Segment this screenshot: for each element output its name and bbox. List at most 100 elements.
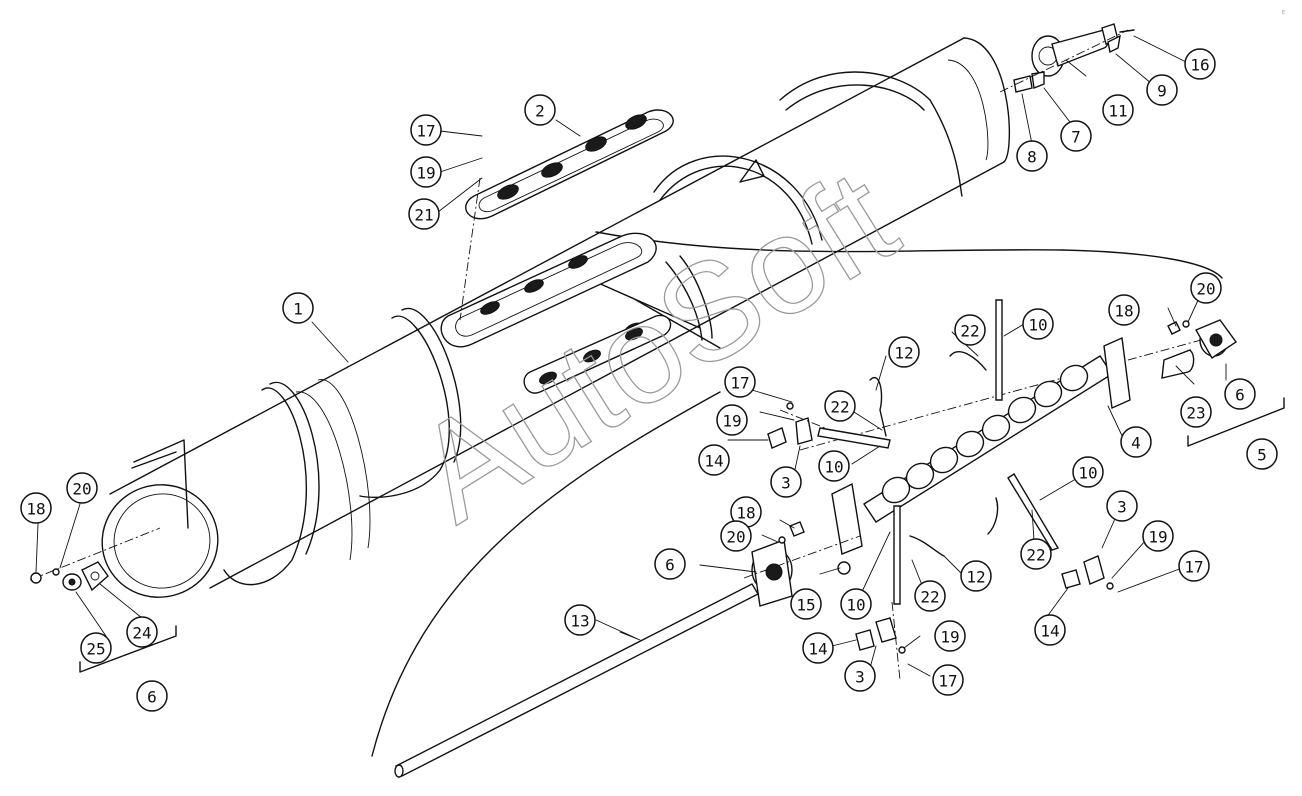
callout-3a-label: 3 bbox=[781, 474, 791, 493]
callout-21: 21 bbox=[408, 198, 440, 230]
callout-17b-label: 17 bbox=[730, 374, 749, 393]
callout-17d: 17 bbox=[932, 664, 964, 696]
callout-15-label: 15 bbox=[796, 596, 815, 615]
callout-15: 15 bbox=[790, 588, 822, 620]
callout-20b: 20 bbox=[66, 472, 98, 504]
callout-14b-label: 14 bbox=[1040, 622, 1059, 641]
callout-17c: 17 bbox=[1178, 550, 1210, 582]
callout-14a-label: 14 bbox=[704, 452, 723, 471]
callout-8-label: 8 bbox=[1027, 148, 1037, 167]
callout-5-label: 5 bbox=[1257, 446, 1267, 465]
callout-22c-label: 22 bbox=[1026, 546, 1045, 565]
callout-20a-label: 20 bbox=[1196, 280, 1215, 299]
callout-6a: 6 bbox=[1224, 378, 1256, 410]
callout-10b-label: 10 bbox=[824, 458, 843, 477]
callout-18c-label: 18 bbox=[736, 504, 755, 523]
callout-12a-label: 12 bbox=[894, 344, 913, 363]
callout-25: 25 bbox=[80, 632, 112, 664]
callout-3c-label: 3 bbox=[855, 668, 865, 687]
callout-22d-label: 22 bbox=[920, 588, 939, 607]
callout-14b: 14 bbox=[1034, 614, 1066, 646]
callout-9-label: 9 bbox=[1157, 82, 1167, 101]
callout-19a: 19 bbox=[410, 156, 442, 188]
auger-tube bbox=[101, 37, 1011, 598]
callout-20a: 20 bbox=[1190, 272, 1222, 304]
callout-2-label: 2 bbox=[535, 102, 545, 121]
callout-8: 8 bbox=[1016, 140, 1048, 172]
callout-17a: 17 bbox=[410, 114, 442, 146]
callout-14c-label: 14 bbox=[808, 640, 827, 659]
callout-21-label: 21 bbox=[414, 206, 433, 225]
callout-19c-label: 19 bbox=[1148, 528, 1167, 547]
callout-10a-label: 10 bbox=[1028, 316, 1047, 335]
callout-25-label: 25 bbox=[86, 640, 105, 659]
callout-18b-label: 18 bbox=[26, 500, 45, 519]
callout-22c: 22 bbox=[1020, 538, 1052, 570]
callout-17d-label: 17 bbox=[938, 672, 957, 691]
callout-14a: 14 bbox=[698, 444, 730, 476]
callout-12b: 12 bbox=[960, 560, 992, 592]
callout-12b-label: 12 bbox=[966, 568, 985, 587]
callout-6a-label: 6 bbox=[1235, 386, 1245, 405]
callout-3b-label: 3 bbox=[1117, 498, 1127, 517]
callout-10c-label: 10 bbox=[1078, 464, 1097, 483]
pins-and-rods bbox=[817, 299, 1060, 605]
callout-14c: 14 bbox=[802, 632, 834, 664]
callout-9: 9 bbox=[1146, 74, 1178, 106]
drive-shaft-group bbox=[999, 23, 1135, 93]
callout-11: 11 bbox=[1102, 94, 1134, 126]
callout-1: 1 bbox=[282, 292, 314, 324]
outline-curves bbox=[371, 231, 1223, 757]
callout-17a-label: 17 bbox=[416, 122, 435, 141]
callout-13-label: 13 bbox=[570, 612, 589, 631]
callout-6b-label: 6 bbox=[665, 556, 675, 575]
callout-16-label: 16 bbox=[1190, 56, 1209, 75]
callout-13: 13 bbox=[564, 604, 596, 636]
callout-24: 24 bbox=[126, 616, 158, 648]
flange-bearing-and-shaft bbox=[394, 521, 861, 778]
callout-3c: 3 bbox=[844, 660, 876, 692]
callout-24-label: 24 bbox=[132, 624, 151, 643]
corner-mark: E bbox=[1282, 10, 1285, 16]
callout-20b-label: 20 bbox=[72, 480, 91, 499]
callout-5: 5 bbox=[1246, 438, 1278, 470]
callout-6c-label: 6 bbox=[147, 688, 157, 707]
callout-4-label: 4 bbox=[1131, 434, 1141, 453]
callout-22a: 22 bbox=[954, 314, 986, 346]
left-bearing-group bbox=[29, 527, 177, 673]
callout-16: 16 bbox=[1184, 48, 1216, 80]
right-bearing-group bbox=[799, 319, 1285, 451]
callout-19c: 19 bbox=[1142, 520, 1174, 552]
callout-22d: 22 bbox=[914, 580, 946, 612]
callout-19d-label: 19 bbox=[940, 628, 959, 647]
callout-4: 4 bbox=[1120, 426, 1152, 458]
callout-12a: 12 bbox=[888, 336, 920, 368]
callout-7: 7 bbox=[1060, 120, 1092, 152]
callout-1-label: 1 bbox=[293, 300, 303, 319]
callout-18c: 18 bbox=[730, 496, 762, 528]
callout-3b: 3 bbox=[1106, 490, 1138, 522]
callout-17c-label: 17 bbox=[1184, 558, 1203, 577]
callout-22a-label: 22 bbox=[960, 322, 979, 341]
callout-2: 2 bbox=[524, 94, 556, 126]
callout-10c: 10 bbox=[1072, 456, 1104, 488]
callout-6c: 6 bbox=[136, 680, 168, 712]
clamps-and-bushings bbox=[767, 402, 1114, 681]
callout-6b: 6 bbox=[654, 548, 686, 580]
callout-10b: 10 bbox=[818, 450, 850, 482]
callout-19a-label: 19 bbox=[416, 164, 435, 183]
callout-19d: 19 bbox=[934, 620, 966, 652]
callout-23-label: 23 bbox=[1186, 404, 1205, 423]
callout-18a-label: 18 bbox=[1114, 302, 1133, 321]
callout-3a: 3 bbox=[770, 466, 802, 498]
inspection-cover bbox=[459, 109, 674, 321]
callout-10d-label: 10 bbox=[846, 596, 865, 615]
callout-18a: 18 bbox=[1108, 294, 1140, 326]
callout-10d: 10 bbox=[840, 588, 872, 620]
callout-19b-label: 19 bbox=[722, 412, 741, 431]
callout-10a: 10 bbox=[1022, 308, 1054, 340]
callout-11-label: 11 bbox=[1108, 102, 1127, 121]
callout-7-label: 7 bbox=[1071, 128, 1081, 147]
callout-19b: 19 bbox=[716, 404, 748, 436]
